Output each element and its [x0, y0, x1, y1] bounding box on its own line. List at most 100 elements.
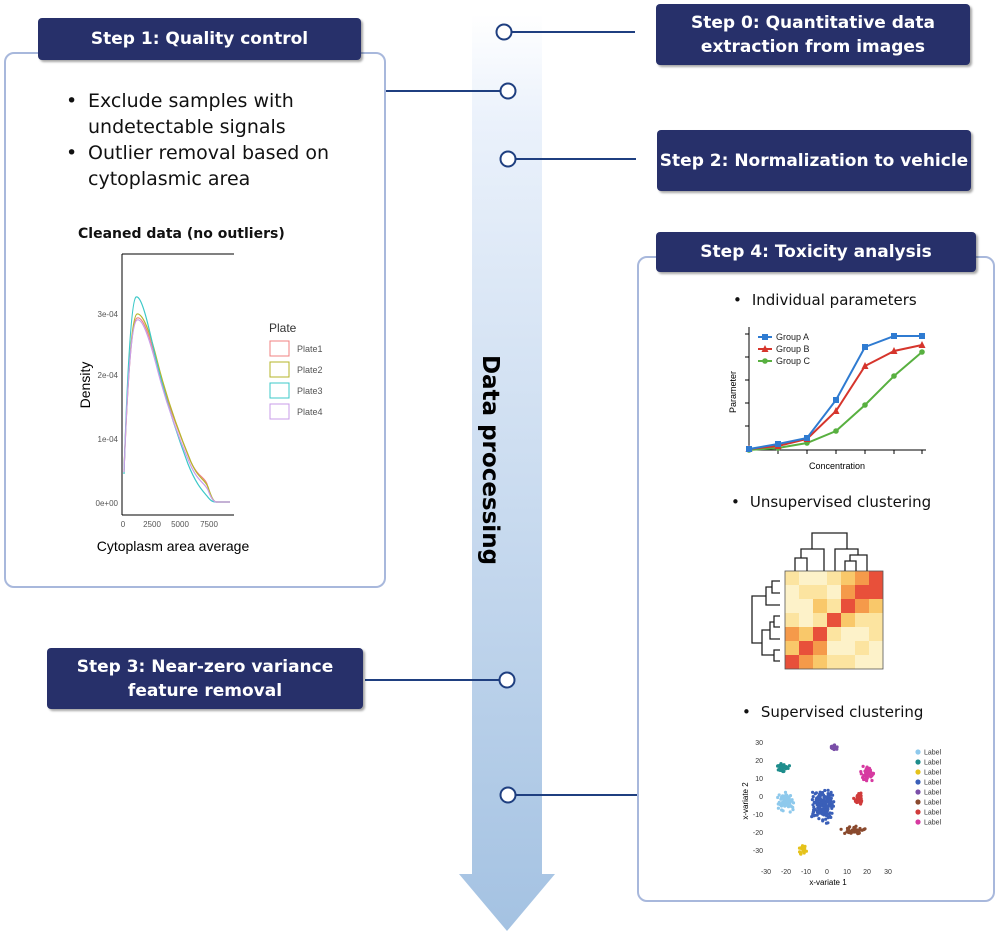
- scatter-point: [820, 793, 824, 797]
- heatmap-cell: [799, 641, 813, 655]
- heatmap-cell: [855, 627, 869, 641]
- heatmap-cell: [799, 599, 813, 613]
- scatter-point: [777, 793, 781, 797]
- step-3-label: Step 3: Near-zero variance feature remov…: [76, 656, 334, 701]
- heatmap-cell: [841, 627, 855, 641]
- heatmap-cell: [827, 655, 841, 669]
- scatter-legend-dot: [915, 809, 921, 815]
- scatter-point: [821, 808, 825, 813]
- scatter-point: [843, 831, 847, 835]
- scatter-point: [781, 769, 786, 774]
- scatter-ytick-30: 30: [755, 740, 763, 747]
- scatter-point: [801, 845, 805, 849]
- scatter-xtick-0: 0: [825, 869, 829, 876]
- scatter-point: [839, 827, 843, 831]
- heatmap-cell: [799, 571, 813, 585]
- scatter-point: [811, 803, 815, 807]
- scatter-point: [817, 817, 821, 821]
- scatter-point: [811, 795, 815, 799]
- parameter-line-chart: Parameter Concentration Group A Group B …: [728, 327, 926, 471]
- scatter-point: [830, 802, 834, 806]
- line-legend-group-a: Group A: [776, 332, 809, 342]
- qc-bullet-1: Exclude samples with undetectable signal…: [62, 88, 352, 140]
- legend-swatch-plate2: [269, 361, 290, 378]
- scatter-point: [804, 849, 808, 853]
- scatter-point: [799, 851, 803, 855]
- heatmap-cell: [869, 641, 883, 655]
- heatmap-cell: [785, 585, 799, 599]
- heatmap-cell: [869, 599, 883, 613]
- scatter-point: [811, 810, 815, 814]
- scatter-point: [777, 800, 781, 804]
- scatter-point: [786, 805, 791, 809]
- scatter-point: [787, 764, 791, 768]
- scatter-point: [823, 788, 827, 793]
- heatmap-cell: [869, 613, 883, 627]
- markers-group-b: [745, 341, 926, 452]
- scatter-legend-label: Label: [924, 790, 942, 797]
- heatmap-cell: [841, 655, 855, 669]
- scatter-point: [819, 801, 823, 805]
- scatter-point: [860, 799, 864, 803]
- step-1-label: Step 1: Quality control: [90, 29, 309, 49]
- step-0-label: Step 0: Quantitative data extraction fro…: [691, 12, 935, 57]
- heatmap-cell: [869, 655, 883, 669]
- density-curve-plate1: [123, 317, 230, 503]
- scatter-legend-label: Label: [924, 800, 942, 807]
- heatmap-cell: [813, 613, 827, 627]
- scatter-ytick-m10: -10: [753, 812, 763, 819]
- scatter-point: [810, 798, 814, 802]
- scatter-legend-dot: [915, 769, 921, 775]
- scatter-point: [825, 798, 829, 802]
- scatter-point: [830, 806, 834, 810]
- scatter-point: [828, 802, 832, 806]
- scatter-point: [824, 817, 828, 821]
- scatter-xlabel: x-variate 1: [809, 878, 847, 887]
- scatter-ytick-20: 20: [755, 758, 763, 765]
- line-legend-group-c: Group C: [776, 356, 811, 366]
- scatter-point: [830, 746, 834, 750]
- scatter-legend-label: Label: [924, 820, 942, 827]
- line-chart-xlabel: Concentration: [809, 461, 865, 471]
- heatmap-cell: [813, 571, 827, 585]
- scatter-point: [822, 803, 826, 807]
- heatmap-cell: [855, 585, 869, 599]
- density-xtick-1: 2500: [143, 520, 161, 529]
- scatter-point: [835, 745, 839, 749]
- legend-swatch-plate3: [269, 382, 290, 399]
- scatter-point: [861, 764, 865, 768]
- density-curve-plate3: [123, 296, 230, 503]
- density-ytick-0: 0e+00: [96, 499, 119, 508]
- step-3-box: Step 3: Near-zero variance feature remov…: [47, 648, 363, 709]
- scatter-ytick-m30: -30: [753, 848, 763, 855]
- scatter-point: [813, 792, 817, 796]
- scatter-point: [846, 827, 851, 831]
- scatter-points: [776, 743, 875, 856]
- heatmap-cell: [827, 627, 841, 641]
- scatter-point: [853, 826, 857, 830]
- density-legend-plate3: Plate3: [297, 386, 323, 396]
- data-processing-label: Data processing: [477, 354, 503, 566]
- scatter-point: [826, 788, 830, 792]
- heatmap-cell: [855, 571, 869, 585]
- scatter-point: [811, 790, 815, 794]
- density-xtick-2: 5000: [171, 520, 189, 529]
- scatter-point: [859, 796, 863, 801]
- heatmap-cell: [813, 641, 827, 655]
- scatter-point: [817, 809, 821, 813]
- scatter-point: [811, 812, 815, 817]
- scatter-point: [782, 765, 786, 769]
- density-plot-title: Cleaned data (no outliers): [78, 226, 285, 242]
- heatmap-cell: [855, 641, 869, 655]
- scatter-point: [815, 813, 819, 817]
- heatmap-cell: [827, 599, 841, 613]
- heatmap-cells: [784, 570, 884, 670]
- scatter-point: [828, 814, 832, 818]
- scatter-point: [788, 810, 792, 814]
- heatmap-cell: [785, 599, 799, 613]
- scatter-point: [829, 790, 833, 794]
- scatter-point: [814, 800, 818, 804]
- scatter-point: [828, 804, 832, 808]
